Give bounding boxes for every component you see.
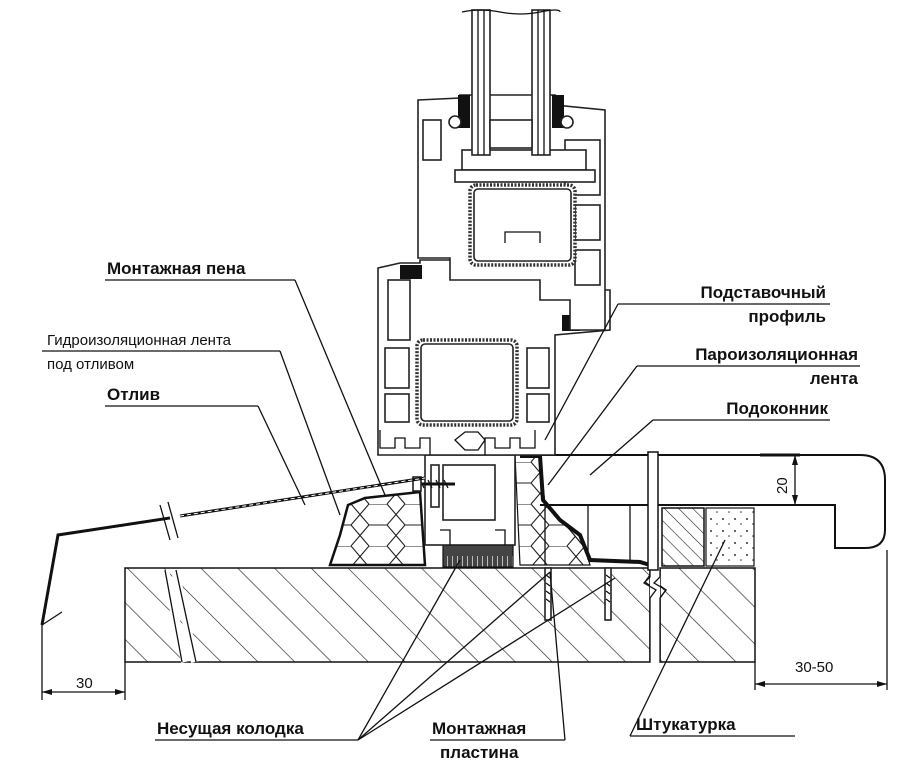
label-mounting-plate-1: Монтажная [432,719,526,738]
plaster-fill [705,507,755,567]
label-waterproof-tape-2: под отливом [47,356,134,373]
windowsill [540,451,886,571]
dimension-20-text: 20 [774,477,791,494]
label-support-profile-1: Подставочный [701,283,826,302]
label-support-profile-2: профиль [748,307,826,326]
drip-sill [40,476,426,663]
wood-liner [661,507,705,567]
label-bearing-block: Несущая колодка [157,719,304,738]
label-mounting-plate-2: пластина [440,743,519,762]
label-mounting-foam: Монтажная пена [107,259,246,278]
dimension-sill-thickness: 20 [760,453,800,505]
label-drip-sill: Отлив [107,385,160,404]
window-frame [377,9,611,456]
vapor-barrier-tape [520,454,651,567]
dimension-drip-overhang: 30 [41,625,126,700]
label-vapor-tape-2: лента [810,369,859,388]
dimension-30-50-text: 30-50 [795,659,833,676]
bearing-block [442,544,514,568]
dimension-30-text: 30 [76,675,93,692]
label-vapor-tape-1: Пароизоляционная [695,345,858,364]
mounting-foam-left [328,490,427,567]
label-waterproof-tape-1: Гидроизоляционная лента [47,332,232,349]
wall-section [124,567,756,663]
label-plaster: Штукатурка [636,715,736,734]
support-profile [412,454,516,546]
label-windowsill: Подоконник [726,399,828,418]
dimension-sill-overhang: 30-50 [754,550,888,690]
leader-lines [42,279,860,741]
